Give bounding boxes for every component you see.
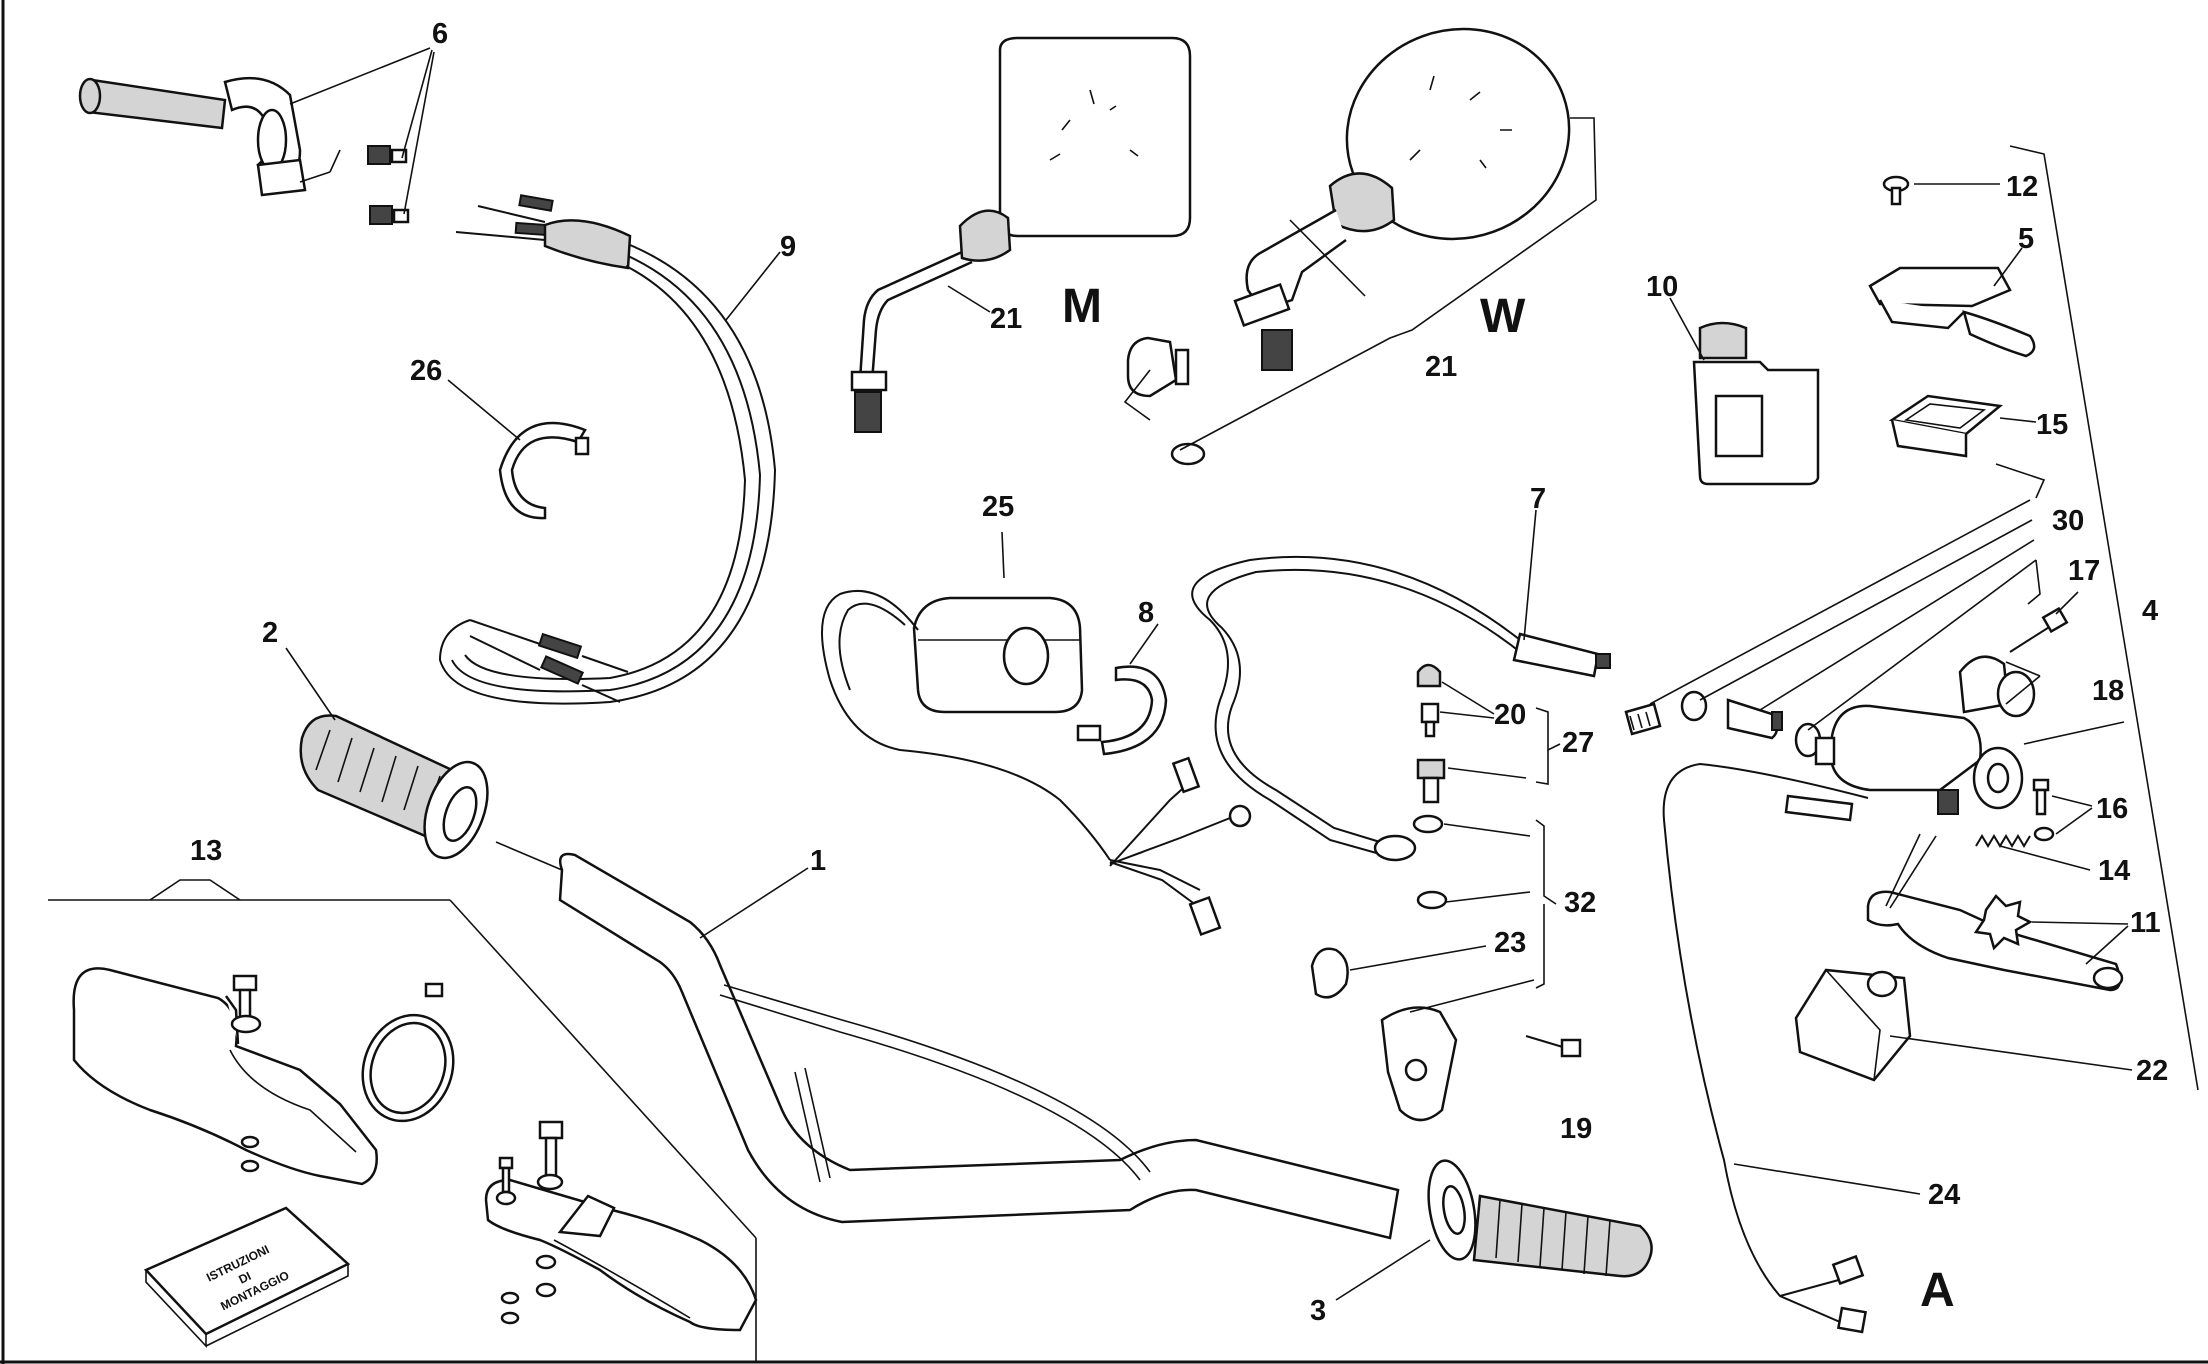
leader-20 xyxy=(1439,681,1495,719)
callout-24: 24 xyxy=(1928,1179,1960,1211)
washers-part xyxy=(1412,814,1448,910)
leader-16 xyxy=(2051,795,2093,835)
bleed-cap-part xyxy=(1416,663,1446,804)
clutch-hose-part xyxy=(1191,555,1611,862)
spring-14-part xyxy=(1975,834,2031,848)
reservoir-bracket-part xyxy=(1380,1006,1458,1122)
leader-3 xyxy=(1335,1239,1431,1301)
mirror-w-part xyxy=(1126,27,1571,466)
screw-16-part xyxy=(2032,778,2055,842)
callout-22: 22 xyxy=(2136,1055,2168,1087)
variant-label-m: M xyxy=(1062,280,1102,333)
callout-2: 2 xyxy=(262,617,278,649)
right-grip-part xyxy=(1427,1159,1653,1278)
throttle-cables-part xyxy=(438,194,777,705)
callout-23: 23 xyxy=(1494,927,1526,959)
handlebar-part xyxy=(495,841,1400,1240)
throttle-nut-upper xyxy=(367,145,408,165)
reservoir-cap-part xyxy=(1868,266,2036,358)
callout-4: 4 xyxy=(2142,595,2158,627)
leader-24 xyxy=(1733,1163,1921,1195)
bracket-27 xyxy=(1447,707,1561,785)
callout-11: 11 xyxy=(2130,907,2161,939)
clamp-ring-part xyxy=(361,982,455,1123)
callout-17: 17 xyxy=(2068,555,2100,587)
callout-10: 10 xyxy=(1646,271,1678,303)
instructions-booklet: ISTRUZIONI DI MONTAGGIO xyxy=(143,1206,351,1349)
callout-21b: 21 xyxy=(1425,351,1457,383)
cable-clip-part xyxy=(498,421,590,520)
screw-17-part xyxy=(2009,606,2069,653)
leader-26 xyxy=(447,379,521,441)
leader-23 xyxy=(1349,945,1487,971)
leader-15 xyxy=(1999,417,2037,423)
bolt-19-part xyxy=(1525,1035,1582,1058)
leader-10 xyxy=(1669,297,1705,361)
lever-11-part xyxy=(1866,833,2124,992)
callout-9: 9 xyxy=(780,231,796,263)
callout-19: 19 xyxy=(1560,1113,1592,1145)
leader-17 xyxy=(2055,591,2079,615)
callout-27: 27 xyxy=(1562,727,1594,759)
bracket-30 xyxy=(1649,463,2046,731)
callout-3: 3 xyxy=(1310,1295,1326,1327)
callout-7: 7 xyxy=(1530,483,1546,515)
leader-8 xyxy=(1129,623,1159,665)
stop-switch-cable-part xyxy=(1662,762,1869,1334)
callout-14: 14 xyxy=(2098,855,2130,887)
leader-21a xyxy=(947,285,991,313)
callout-16: 16 xyxy=(2096,793,2128,825)
leader-18 xyxy=(2005,661,2125,745)
callout-6: 6 xyxy=(432,18,448,50)
callout-21a: 21 xyxy=(990,303,1022,335)
leader-14 xyxy=(1999,845,2091,871)
callout-1: 1 xyxy=(810,845,826,877)
leader-5 xyxy=(1993,247,2023,287)
handguard-left-part xyxy=(72,967,378,1186)
callout-20: 20 xyxy=(1494,699,1526,731)
leader-1 xyxy=(699,867,809,939)
leader-25 xyxy=(1001,531,1005,579)
left-grip-part xyxy=(299,714,489,860)
callout-30: 30 xyxy=(2052,505,2084,537)
leader-11 xyxy=(2031,921,2129,965)
callout-26: 26 xyxy=(410,355,442,387)
seal-15-part xyxy=(1888,394,2003,458)
callout-25: 25 xyxy=(982,491,1014,523)
callout-13: 13 xyxy=(190,835,222,867)
bracket-32 xyxy=(1409,819,1557,1013)
master-cylinder-part xyxy=(1814,655,2036,815)
callout-18: 18 xyxy=(2092,675,2124,707)
leader-6 xyxy=(289,47,435,215)
leader-9 xyxy=(725,251,781,321)
light-switch-part xyxy=(821,589,1252,937)
detail-label-a: A xyxy=(1920,1264,1955,1317)
piston-kit-part xyxy=(1624,690,1822,758)
switch-clip-part xyxy=(1076,665,1168,756)
handguard-right-part xyxy=(484,1120,758,1332)
callout-32: 32 xyxy=(1564,887,1596,919)
leader-2 xyxy=(285,647,336,721)
throttle-grip-part xyxy=(78,76,410,225)
callout-5: 5 xyxy=(2018,223,2034,255)
callout-15: 15 xyxy=(2036,409,2068,441)
handguard-kit-border xyxy=(48,879,757,1362)
bracket-4 xyxy=(2009,145,2199,1091)
callout-8: 8 xyxy=(1138,597,1154,629)
throttle-nut-lower xyxy=(369,205,410,225)
rubber-cap-23-part xyxy=(1310,947,1349,999)
screw-12-part xyxy=(1882,175,1910,206)
clamp-22-part xyxy=(1794,968,1912,1082)
brake-fluid-bottle-part xyxy=(1692,321,1820,486)
mirror-m-part xyxy=(850,36,1192,433)
leader-22 xyxy=(1889,1035,2133,1071)
variant-label-w: W xyxy=(1480,290,1526,343)
leader-21b xyxy=(1123,117,1597,451)
booklet-line-2: DI xyxy=(236,1269,253,1287)
callout-12: 12 xyxy=(2006,171,2038,203)
leader-7 xyxy=(1523,509,1537,641)
